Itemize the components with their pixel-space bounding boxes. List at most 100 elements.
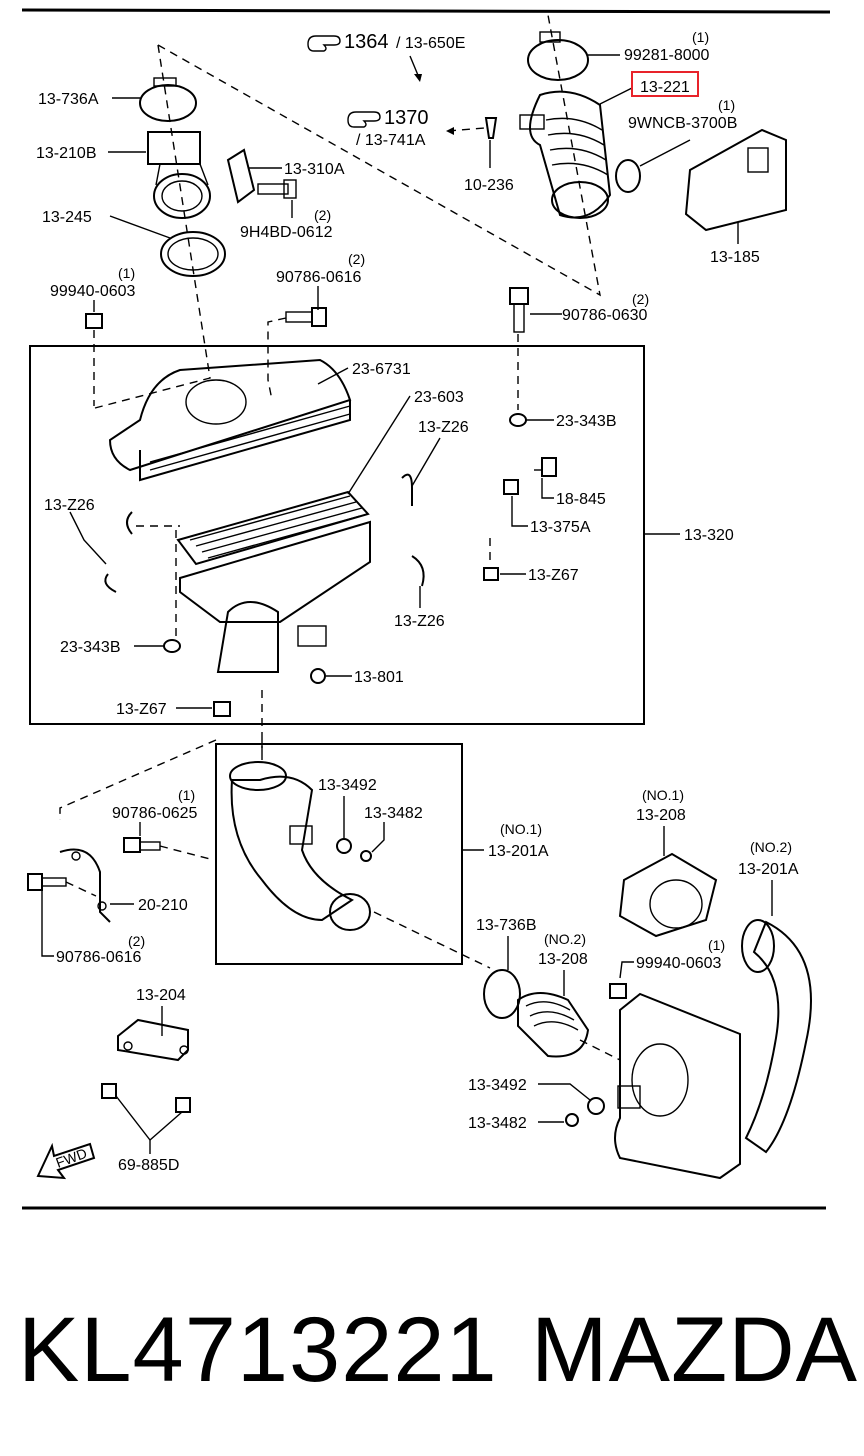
qty-90786d: (2) [128,933,145,949]
label-13-320: 13-320 [684,527,734,544]
bolt-90786a [285,307,327,327]
clip-13-z26-c [411,555,425,587]
qty-13-208-no1: (NO.1) [642,787,684,803]
label-13-z26-a: 13-Z26 [418,419,469,436]
label-13-736a: 13-736A [38,91,99,108]
nut-99940b [609,983,627,999]
assembly-box-13-320 [29,345,645,725]
clip-69-885d-a [101,1083,117,1099]
label-23-343b-b: 23-343B [60,639,121,656]
ref-1364: 1364 / 13-650E [307,31,465,82]
bolt-90786c [123,837,161,853]
label-13-208-no1: 13-208 [636,807,686,824]
dashed-outline-top [157,14,601,297]
fwd-label: FWD [54,1145,89,1171]
grommet-13-3492-b [587,1097,605,1115]
nut-13-z67-a [483,567,499,581]
qty-99281: (1) [692,29,709,45]
label-23-343b-a: 23-343B [556,413,617,430]
intake-duct-no1 [229,761,371,931]
bracket-13-204 [117,1018,189,1062]
label-90786-0616-d: 90786-0616 [56,949,142,966]
label-90786-0616-a: 90786-0616 [276,269,362,286]
grommet-13-3492-a [336,838,352,854]
part-number: KL4713221 [18,1298,498,1401]
nut-13-z67-b [213,701,231,717]
screw-13-3482-a [360,850,372,862]
label-90786-0625: 90786-0625 [112,805,198,822]
label-69-885d: 69-885D [118,1157,179,1174]
lower-case-body [614,992,741,1180]
resonator-13-208-no1 [618,852,718,938]
top-rule [21,8,831,14]
label-9wncb-3700b: 9WNCB-3700B [628,115,737,132]
clip-10-236 [484,117,498,139]
label-23-6731: 23-6731 [352,361,411,378]
label-99940-0603-a: 99940-0603 [50,283,136,300]
grommet-23-343b-b [163,639,181,653]
label-13-736b: 13-736B [476,917,537,934]
air-hose-13-221 [519,90,612,219]
bolt-90786b [509,287,529,333]
qty-13-208-no2: (NO.2) [544,931,586,947]
bracket-13-310a [226,148,297,204]
bushing-13-375a [503,479,519,495]
label-13-208-no2: 13-208 [538,951,588,968]
lower-case [179,520,371,673]
seal-ring-13-245 [160,231,226,277]
assembly-box-13-201a-no1 [215,743,463,965]
clip-69-885d-b [175,1097,191,1113]
qty-13-201a-no1: (NO.1) [500,821,542,837]
qty-90786a: (2) [348,251,365,267]
label-9h4bd-0612: 9H4BD-0612 [240,224,333,241]
label-13-201a-no2: 13-201A [738,861,799,878]
qty-99940b: (1) [708,937,725,953]
label-13-z26-c: 13-Z26 [394,613,445,630]
footer: KL4713221 MAZDA [18,1290,858,1410]
clamp-9wncb [615,159,641,193]
clamp-13-736b [483,969,521,1019]
label-99281-8000: 99281-8000 [624,47,710,64]
dashed-outline-left [94,44,211,409]
ref-1370-sub: / 13-741A [356,132,426,149]
label-90786-0630: 90786-0630 [562,307,648,324]
label-13-221: 13-221 [640,79,690,96]
highlight-box [631,71,699,97]
pointing-hand-icon [307,35,341,52]
bracket-20-210 [59,848,111,923]
qty-13-201a-no2: (NO.2) [750,839,792,855]
clamp-13-736a [139,77,197,122]
filter-23-603 [176,490,370,566]
clip-13-z26-b [104,511,133,593]
ref-1370: 1370 / 13-741A [347,107,485,149]
sensor-18-845 [534,457,557,477]
fastener-13-801 [310,668,326,684]
label-10-236: 10-236 [464,177,514,194]
label-13-z26-b: 13-Z26 [44,497,95,514]
bolt-90786d [27,873,67,891]
brand-name: MAZDA [531,1298,858,1401]
label-13-3482-a: 13-3482 [364,805,423,822]
label-23-603: 23-603 [414,389,464,406]
label-13-204: 13-204 [136,987,186,1004]
airflow-sensor-13-210b [147,131,211,219]
label-99940-0603-b: 99940-0603 [636,955,722,972]
qty-9wncb: (1) [718,97,735,113]
resonator-13-185 [684,128,787,232]
label-13-245: 13-245 [42,209,92,226]
nut-99940a [85,313,103,329]
qty-90786b: (2) [632,291,649,307]
qty-9h4bd: (2) [314,207,331,223]
label-13-z67-a: 13-Z67 [528,567,579,584]
ref-1364-sub: / 13-650E [396,35,465,52]
label-18-845: 18-845 [556,491,606,508]
label-13-3492-b: 13-3492 [468,1077,527,1094]
pointing-hand-icon [347,111,381,128]
clamp-99281-8000 [527,31,589,81]
qty-90786c: (1) [178,787,195,803]
label-13-210b: 13-210B [36,145,97,162]
label-13-185: 13-185 [710,249,760,266]
hose-13-208-no2 [517,992,590,1058]
label-20-210: 20-210 [138,897,188,914]
